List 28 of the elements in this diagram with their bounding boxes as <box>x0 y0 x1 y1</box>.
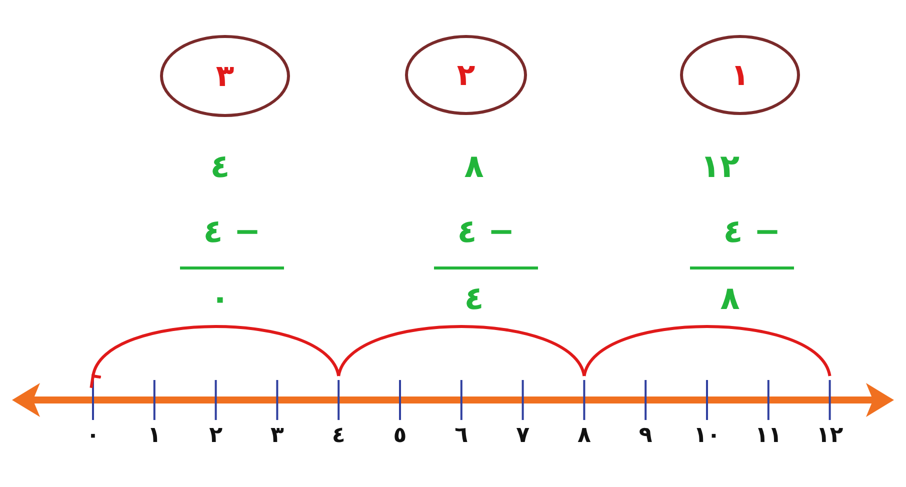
difference: ٤ <box>464 282 484 314</box>
step-number: ٣ <box>216 58 234 94</box>
tick-label: ٩ <box>638 425 652 447</box>
step-number: ١ <box>730 58 750 92</box>
minuend: ١٢ <box>700 150 740 182</box>
tick-label: ٨ <box>577 425 591 447</box>
tick-label: ٧ <box>516 425 530 447</box>
difference: ٨ <box>720 282 740 314</box>
difference: ٠ <box>210 282 230 314</box>
step-circle <box>160 35 290 117</box>
tick-label: ٠ <box>86 425 100 447</box>
step-circle <box>680 35 800 115</box>
step-circle <box>405 35 527 115</box>
tick-label: ٥ <box>393 425 407 447</box>
tick-label: ١٠ <box>694 425 720 447</box>
subtrahend: − ٤ <box>457 215 515 247</box>
tick-label: ١١ <box>754 425 782 447</box>
tick-label: ٤ <box>332 425 346 447</box>
minuend: ٤ <box>210 150 230 182</box>
tick-label: ١٢ <box>816 425 844 447</box>
tick-label: ٢ <box>209 425 223 447</box>
tick-label: ٦ <box>454 425 468 447</box>
minuend: ٨ <box>464 150 484 182</box>
tick-label: ٣ <box>270 425 284 447</box>
tick-label: ١ <box>148 425 162 447</box>
subtrahend: − ٤ <box>723 215 781 247</box>
subtrahend: − ٤ <box>203 215 261 247</box>
step-number: ٢ <box>456 58 476 92</box>
